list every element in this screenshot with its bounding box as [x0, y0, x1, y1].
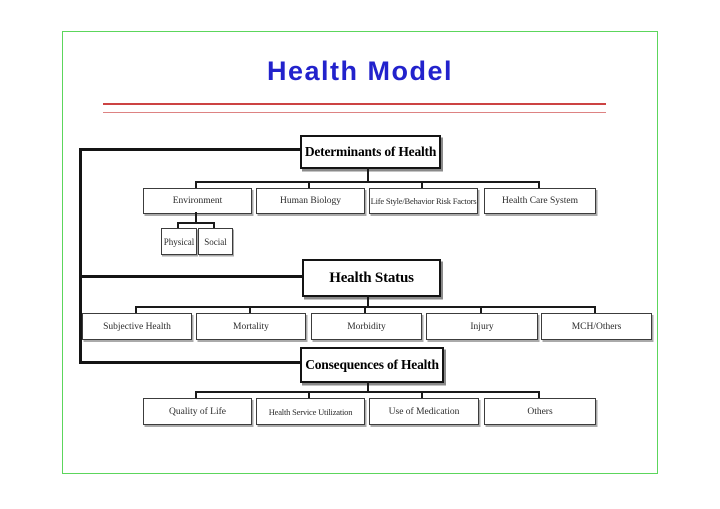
box-label: Use of Medication	[388, 406, 460, 417]
box-label: Health Status	[329, 269, 414, 286]
box-physical: Physical	[161, 228, 197, 255]
connector-drop	[421, 181, 423, 188]
connector-drop	[213, 222, 215, 228]
connector-drop	[538, 181, 540, 188]
box-environment: Environment	[143, 188, 252, 214]
connector-drop	[195, 391, 197, 398]
box-label: Social	[204, 236, 227, 247]
bracket-vertical-line	[79, 148, 82, 364]
connector-drop	[538, 391, 540, 398]
connector-drop	[308, 181, 310, 188]
box-mortality: Mortality	[196, 313, 306, 340]
box-label: Consequences of Health	[305, 357, 439, 372]
connector-stem	[367, 295, 369, 308]
box-label: Mortality	[233, 321, 269, 332]
box-label: Determinants of Health	[304, 144, 437, 159]
connector-stem	[367, 381, 369, 392]
box-label: Health Care System	[502, 196, 578, 206]
box-label: Morbidity	[347, 321, 386, 332]
box-social: Social	[198, 228, 233, 255]
connector-drop	[195, 181, 197, 188]
box-morbidity: Morbidity	[311, 313, 422, 340]
box-label: Physical	[163, 236, 195, 247]
box-subjective-health: Subjective Health	[82, 313, 192, 340]
box-label: Human Biology	[280, 196, 341, 206]
connector-drop	[364, 306, 366, 313]
box-label: Injury	[470, 321, 494, 332]
connector-hbar	[195, 391, 540, 393]
box-mch-others: MCH/Others	[541, 313, 652, 340]
bracket-line-health-status	[79, 275, 304, 278]
connector-drop	[249, 306, 251, 313]
connector-drop	[421, 391, 423, 398]
box-use-of-medication: Use of Medication	[369, 398, 479, 425]
bracket-line-determinants	[79, 148, 302, 151]
connector-drop	[308, 391, 310, 398]
title-rule-top	[103, 103, 606, 105]
bracket-line-consequences	[79, 361, 302, 364]
box-determinants-of-health: Determinants of Health	[300, 135, 441, 169]
connector-hbar	[177, 222, 215, 224]
connector-stem	[367, 167, 369, 182]
connector-drop	[135, 306, 137, 313]
box-injury: Injury	[426, 313, 538, 340]
connector-stem	[195, 212, 197, 224]
box-label: MCH/Others	[571, 321, 622, 332]
title-rule-bottom	[103, 112, 606, 113]
box-human-biology: Human Biology	[256, 188, 365, 214]
box-lifestyle-behavior-risk-factors: Life Style/Behavior Risk Factors	[369, 188, 478, 214]
connector-hbar	[195, 181, 540, 183]
box-quality-of-life: Quality of Life	[143, 398, 252, 425]
box-label: Life Style/Behavior Risk Factors	[370, 196, 477, 206]
box-label: Environment	[172, 196, 223, 206]
slide-title: Health Model	[266, 56, 453, 86]
connector-drop	[480, 306, 482, 313]
box-health-status: Health Status	[302, 259, 441, 297]
box-consequences-of-health: Consequences of Health	[300, 347, 444, 383]
connector-drop	[177, 222, 179, 228]
box-label: Quality of Life	[169, 406, 226, 417]
connector-drop	[594, 306, 596, 313]
box-health-service-utilization: Health Service Utilization	[256, 398, 365, 425]
box-label: Others	[527, 406, 553, 417]
box-label: Health Service Utilization	[268, 406, 353, 417]
box-others: Others	[484, 398, 596, 425]
box-label: Subjective Health	[103, 321, 171, 332]
box-health-care-system: Health Care System	[484, 188, 596, 214]
